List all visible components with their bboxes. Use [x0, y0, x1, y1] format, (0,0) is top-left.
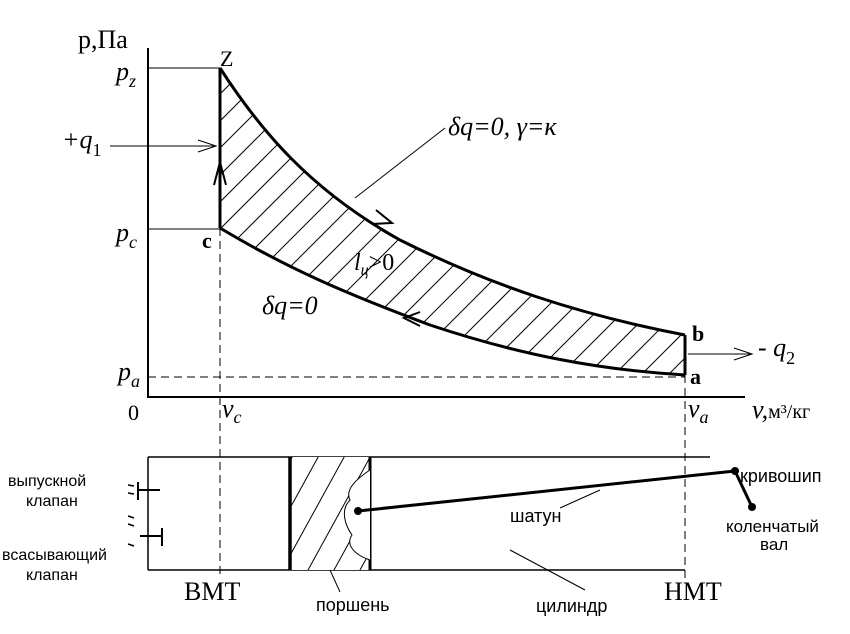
cycle-hatch-line: [0, 60, 200, 390]
exhaust-valve-label-1: выпускной: [8, 473, 86, 490]
crank-pin: [731, 467, 739, 475]
rod-leader-line: [559, 489, 601, 509]
cycle-work-label: lц>0: [354, 250, 394, 279]
cycle-hatch-line: [220, 68, 471, 375]
axes: [147, 48, 745, 398]
vc-label: vc: [222, 394, 242, 427]
va-label: va: [688, 394, 709, 427]
cycle-hatch-line: [220, 68, 336, 375]
cycle-hatch-line: [220, 68, 498, 375]
arrow-expansion: [371, 209, 395, 225]
pc-label: pc: [114, 218, 137, 252]
cycle-hatch-line: [247, 68, 579, 375]
rod-label: шатун: [510, 506, 561, 526]
arrow-up-isochore: [213, 158, 227, 186]
point-b-label: b: [692, 321, 704, 346]
piston-hatch-line: [383, 450, 452, 575]
connecting-rod: [357, 469, 736, 513]
point-c-label: c: [202, 228, 212, 253]
origin-label: 0: [128, 400, 139, 425]
cycle-hatch-line: [544, 68, 685, 375]
pa-label: pa: [116, 357, 140, 391]
exhaust-valve: [127, 482, 160, 500]
cycle-hatch-line: [220, 68, 228, 375]
point-z-label: Z: [220, 46, 233, 71]
q1-arrow-head: [197, 139, 218, 153]
cycle-hatch-line: [517, 68, 685, 375]
cycle-hatch-line: [598, 68, 685, 375]
cycle-hatch-line: [220, 68, 525, 375]
cycle-hatch-line: [220, 68, 390, 375]
cylinder-label: цилиндр: [536, 596, 607, 616]
exhaust-valve-label-2: клапан: [26, 493, 78, 510]
cycle-hatch-line: [355, 68, 685, 375]
piston-label: поршень: [316, 595, 390, 615]
crank-label: кривошип: [740, 466, 822, 486]
cycle-hatch-line: [436, 68, 685, 375]
shaft-label-2: вал: [760, 535, 788, 554]
cycle-hatch-line: [409, 68, 685, 375]
y-axis-label: p,Па: [78, 25, 128, 54]
cycle-hatch-line: [328, 68, 660, 375]
cycle-hatch-line: [220, 68, 282, 375]
bdc-label: НМТ: [664, 577, 722, 606]
cycle-hatch-line: [652, 68, 685, 375]
arrow-compression: [401, 311, 421, 327]
q2-arrow-head: [733, 347, 754, 361]
cycle-hatch-line: [220, 68, 417, 375]
cycle-hatch-line: [571, 68, 685, 375]
adiabatic-compression-curve: [219, 226, 686, 377]
piston-hatch-line: [290, 457, 319, 510]
cycle-hatch-line: [382, 68, 685, 375]
compression-process-label: δq=0: [262, 291, 318, 320]
cycle-hatch-line: [625, 68, 685, 375]
engine-schematic: выпускной клапан всасывающий клапан крив…: [2, 450, 822, 616]
cycle-hatch-line: [220, 68, 309, 375]
piston-pin: [354, 507, 362, 515]
intake-valve-label-2: клапан: [26, 567, 78, 584]
shaft-label-1: коленчатый: [726, 517, 819, 536]
cycle-hatch-line: [274, 68, 606, 375]
piston-hatch-line: [290, 457, 293, 462]
cycle-hatch-line: [220, 68, 552, 375]
piston-leader-line: [329, 569, 341, 593]
point-a-label: a: [690, 364, 701, 389]
cycle-hatch-line: [220, 68, 444, 375]
q1-label: +q1: [62, 125, 102, 160]
pz-label: pz: [114, 57, 136, 91]
crankshaft-center: [748, 503, 756, 511]
adiabatic-expansion-curve: [218, 67, 686, 337]
tdc-label: ВМТ: [184, 577, 240, 606]
x-axis-label: v,м³/кг: [752, 395, 810, 424]
expansion-leader-line: [354, 127, 446, 199]
crank-arm: [733, 470, 754, 508]
intake-valve-label-1: всасывающий: [2, 547, 107, 564]
piston-hatch-line: [307, 457, 370, 570]
x-axis-symbol: v,: [752, 395, 768, 424]
q2-label: - q2: [758, 333, 795, 368]
piston-pin-boss: [343, 469, 371, 561]
x-axis-unit: м³/кг: [768, 401, 810, 423]
expansion-process-label: δq=0, γ=к: [448, 112, 557, 141]
intake-valve: [127, 515, 163, 547]
cycle-hatch-line: [220, 68, 363, 375]
cylinder-leader-line: [509, 549, 586, 591]
piston-hatch-line: [201, 450, 270, 575]
cycle-hatch-line: [463, 68, 685, 375]
cycle-hatch-line: [301, 68, 633, 375]
